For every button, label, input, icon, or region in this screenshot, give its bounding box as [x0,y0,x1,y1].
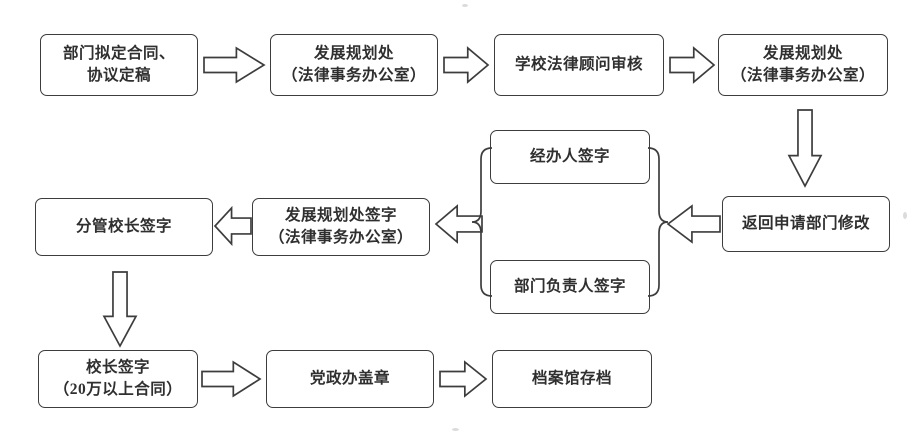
arrow-left-icon [666,204,721,244]
node-department-draft-contract[interactable]: 部门拟定合同、 协议定稿 [40,34,198,96]
brace-left-icon [471,147,493,297]
node-vice-president-signature[interactable]: 分管校长签字 [35,198,213,256]
node-planning-office-signature[interactable]: 发展规划处签字 （法律事务办公室） [252,198,430,256]
node-handler-signature[interactable]: 经办人签字 [490,130,650,184]
arrow-right-icon [669,46,716,84]
node-school-legal-counsel-review[interactable]: 学校法律顾问审核 [494,34,664,96]
arrow-down-icon [787,109,823,188]
node-party-admin-office-seal[interactable]: 党政办盖章 [266,350,434,408]
node-department-head-signature[interactable]: 部门负责人签字 [490,260,650,314]
arrow-left-icon [213,205,252,247]
node-return-to-department-revise[interactable]: 返回申请部门修改 [722,196,890,252]
arrow-right-icon [443,46,490,84]
node-archive-storage[interactable]: 档案馆存档 [492,350,652,408]
arrow-right-icon [203,46,266,84]
arrow-left-icon [434,204,483,244]
arrow-right-icon [201,360,262,398]
scan-speck [903,212,907,219]
node-development-planning-office-1[interactable]: 发展规划处 （法律事务办公室） [270,34,438,96]
scan-speck [462,4,468,7]
arrow-right-icon [439,360,488,398]
node-president-signature[interactable]: 校长签字 （20万以上合同） [38,350,198,408]
node-development-planning-office-2[interactable]: 发展规划处 （法律事务办公室） [718,34,888,96]
brace-right-icon [647,147,669,297]
arrow-down-icon [102,271,138,348]
scan-speck [452,428,459,431]
